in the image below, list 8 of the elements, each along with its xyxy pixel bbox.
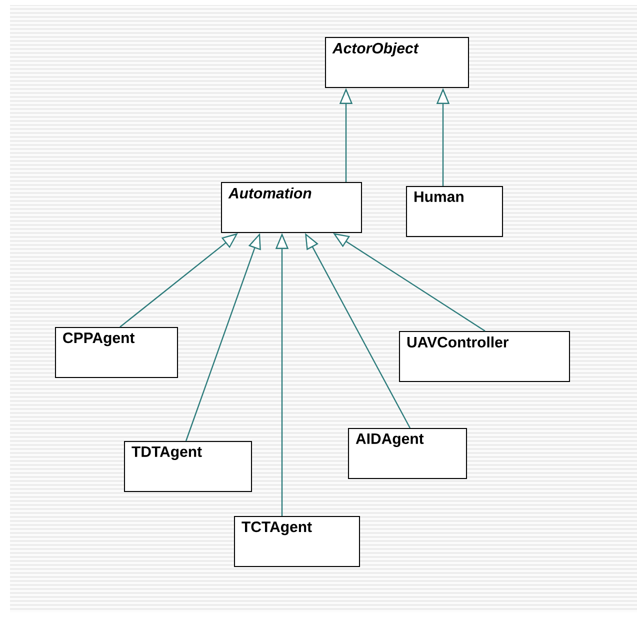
class-box: TDTAgent xyxy=(124,441,252,492)
class-box: UAVController xyxy=(399,331,570,382)
class-box: TCTAgent xyxy=(234,516,360,567)
class-box: Automation xyxy=(221,182,362,233)
class-box: ActorObject xyxy=(325,37,469,88)
class-box: Human xyxy=(406,186,503,237)
class-box: CPPAgent xyxy=(55,327,178,378)
class-box: AIDAgent xyxy=(348,428,467,479)
